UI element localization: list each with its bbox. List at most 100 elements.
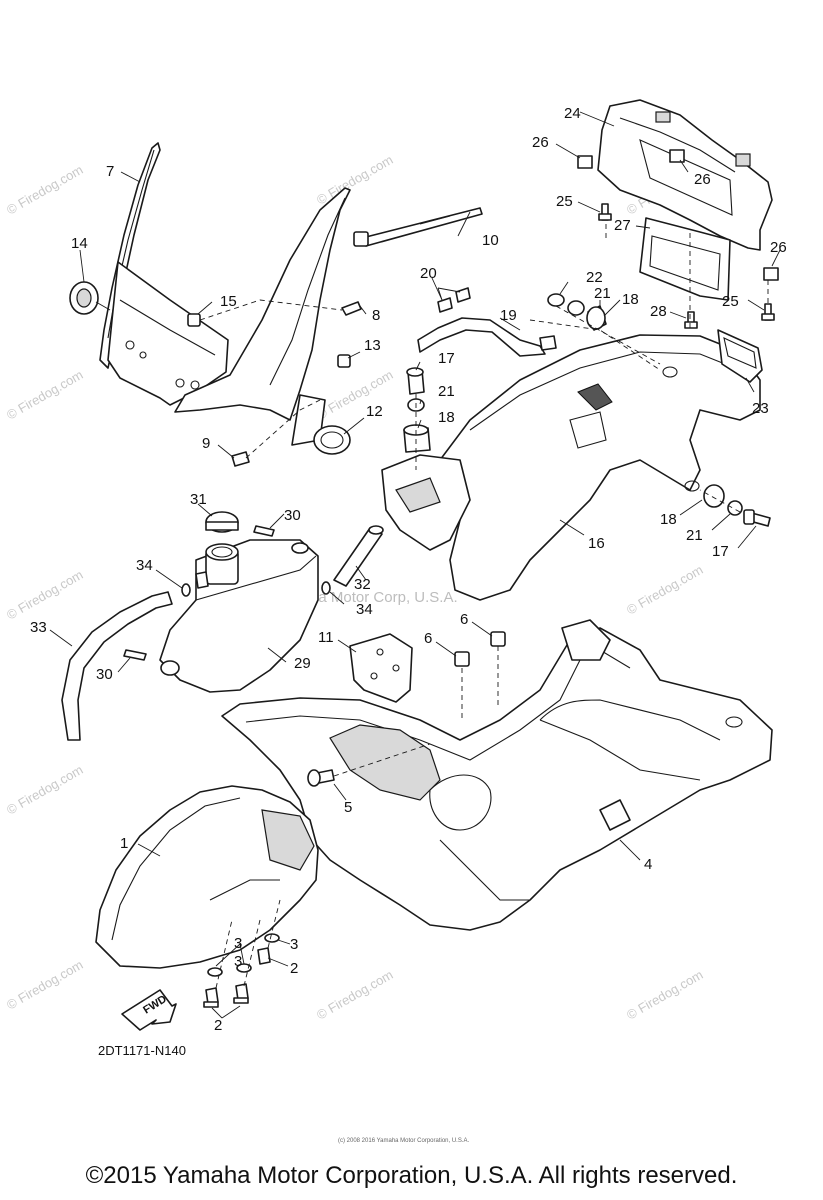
callout-22: 22	[586, 269, 603, 286]
part-25-screws	[598, 203, 775, 321]
part-14-grommet	[69, 281, 111, 315]
part-24-cover	[597, 99, 773, 251]
callout-6a: 6	[424, 630, 432, 647]
part-19-bracket	[417, 317, 557, 357]
watermark-text: © Firedog.com	[4, 567, 86, 623]
watermark-text: © Firedog.com	[314, 152, 396, 208]
part-8-screw	[341, 301, 362, 316]
part-headlight-stay	[107, 261, 229, 406]
callout-30a: 30	[284, 507, 301, 524]
part-16-rear-fender	[381, 334, 761, 601]
callout-3b: 3	[290, 936, 298, 953]
callout-18a: 18	[438, 409, 455, 426]
watermark-text: © Firedog.com	[314, 967, 396, 1023]
part-20-bolts	[437, 287, 471, 313]
callout-21b: 21	[594, 285, 611, 302]
part-4-floor-panel	[221, 619, 773, 931]
callout-25a: 25	[556, 193, 573, 210]
tiny-credit: (c) 2008 2016 Yamaha Motor Corporation, …	[338, 1138, 470, 1144]
callout-10: 10	[482, 232, 499, 249]
part-18-grommet-mid	[586, 305, 607, 331]
part-2-screw-b	[233, 983, 249, 1004]
part-34-clamp-right	[321, 581, 331, 595]
callout-13: 13	[364, 337, 381, 354]
callout-9: 9	[202, 435, 210, 452]
watermark-text: © Firedog.com	[4, 367, 86, 423]
part-21-collar-right	[727, 500, 743, 516]
callout-25b: 25	[722, 293, 739, 310]
part-26-clips	[577, 149, 779, 281]
part-23-lamp	[717, 329, 763, 383]
watermark-text: © Firedog.com	[4, 957, 86, 1013]
callout-1: 1	[120, 835, 128, 852]
part-9-screw	[231, 451, 250, 467]
callout-6b: 6	[460, 611, 468, 628]
callout-26b: 26	[694, 171, 711, 188]
watermark-text: © Firedog.com	[314, 367, 396, 423]
fwd-arrow-icon: FWD	[121, 989, 177, 1031]
part-2-screw-a	[203, 987, 219, 1008]
part-12-cap	[313, 425, 351, 455]
callout-11: 11	[318, 629, 334, 646]
part-3-washer-a	[207, 967, 223, 977]
diagram-code: 2DT1171-N140	[98, 1043, 186, 1058]
callout-34b: 34	[356, 601, 373, 618]
callout-18b: 18	[622, 291, 639, 308]
part-10-cable-tie	[353, 207, 483, 247]
part-1-front-fender	[95, 785, 319, 969]
part-2-screw-c	[257, 947, 271, 965]
part-18-grommet-right	[703, 484, 725, 508]
part-11-bracket	[349, 633, 413, 703]
callout-15: 15	[220, 293, 237, 310]
callout-4: 4	[644, 856, 652, 873]
callout-2a: 2	[290, 960, 298, 977]
part-21-collar-mid	[567, 300, 585, 316]
callout-3c: 3	[234, 953, 242, 970]
callout-34a: 34	[136, 557, 153, 574]
callout-21c: 21	[686, 527, 703, 544]
watermark-text: © Firedog.com	[624, 967, 706, 1023]
callout-29: 29	[294, 655, 311, 672]
callout-33: 33	[30, 619, 47, 636]
watermark-text: © Firedog.com	[4, 162, 86, 218]
callout-20: 20	[420, 265, 437, 282]
callout-30b: 30	[96, 666, 113, 683]
part-front-cowl	[174, 187, 351, 446]
callout-17b: 17	[712, 543, 729, 560]
part-30-screw-lower	[123, 649, 147, 661]
callout-31: 31	[190, 491, 207, 508]
part-5-screw	[307, 769, 335, 787]
part-22-washer	[547, 293, 565, 307]
callout-12: 12	[366, 403, 383, 420]
callout-16: 16	[588, 535, 605, 552]
callout-32: 32	[354, 576, 371, 593]
callout-21a: 21	[438, 383, 455, 400]
part-15-nut	[187, 313, 201, 327]
part-34-clamp-left	[181, 583, 191, 597]
callout-labels: 7 14 15 8 13 12 9 10 20 19 17 21 18 22 2…	[30, 105, 787, 1034]
part-17-bolt-upper	[406, 367, 425, 395]
leader-lines	[49, 111, 781, 1019]
part-32-hose	[333, 525, 384, 587]
callout-5: 5	[344, 799, 352, 816]
callout-24: 24	[564, 105, 581, 122]
callout-3a: 3	[234, 935, 242, 952]
part-30-screw-upper	[253, 525, 275, 537]
copyright-notice: ©2015 Yamaha Motor Corporation, U.S.A. A…	[85, 1162, 738, 1189]
part-6-clip-left	[454, 651, 470, 667]
callout-26c: 26	[770, 239, 787, 256]
assembly-lines	[199, 224, 769, 989]
callout-26a: 26	[532, 134, 549, 151]
part-13-nut	[337, 354, 351, 368]
part-33-hose	[61, 591, 173, 741]
callout-17a: 17	[438, 350, 455, 367]
callout-18c: 18	[660, 511, 677, 528]
watermark-text: © Firedog.com	[624, 562, 706, 618]
callout-8: 8	[372, 307, 380, 324]
part-3-washer-c	[264, 933, 280, 943]
callout-14: 14	[71, 235, 88, 252]
part-29-reservoir	[159, 539, 319, 693]
part-27-panel	[639, 217, 731, 301]
callout-2b: 2	[214, 1017, 222, 1034]
